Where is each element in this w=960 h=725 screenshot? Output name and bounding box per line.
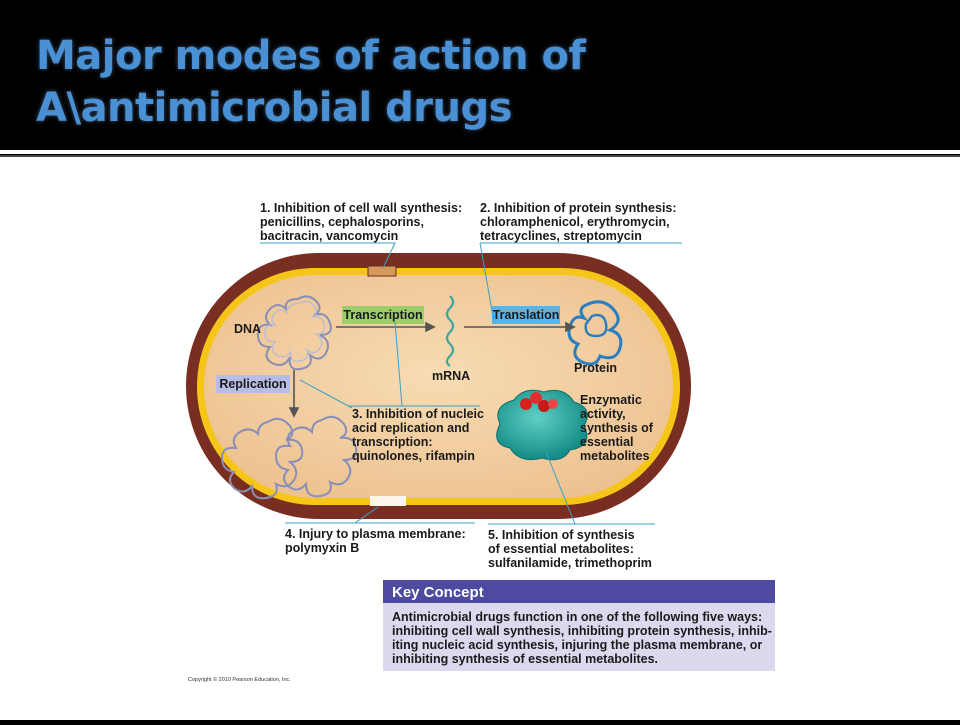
substrate-atom bbox=[520, 398, 532, 410]
callout-1-line: penicillins, cephalosporins, bbox=[260, 215, 424, 229]
dna-copy-1 bbox=[220, 417, 304, 500]
substrate-atom bbox=[538, 400, 550, 412]
enzyme bbox=[496, 389, 588, 461]
mrna-label: mRNA bbox=[432, 369, 470, 383]
protein-fold-inner bbox=[584, 313, 608, 338]
transcription-label: Transcription bbox=[343, 308, 422, 322]
translation-arrowhead bbox=[565, 321, 576, 333]
callout-1-line: 1. Inhibition of cell wall synthesis: bbox=[260, 201, 462, 215]
protein-structure bbox=[567, 300, 623, 366]
translation-box bbox=[492, 306, 560, 324]
title-divider-shadow bbox=[0, 155, 960, 157]
callout-3-line: acid replication and bbox=[352, 421, 469, 435]
dna-loop bbox=[256, 295, 332, 371]
antimicrobial-diagram: Transcription Translation Replication DN… bbox=[186, 201, 775, 683]
leader-c3-b bbox=[299, 379, 353, 409]
enzymatic-line: metabolites bbox=[580, 449, 650, 463]
substrate-atom bbox=[530, 392, 542, 404]
callout-1: 1. Inhibition of cell wall synthesis: pe… bbox=[260, 201, 462, 243]
dna-copy-2 bbox=[274, 415, 358, 498]
key-concept-line: inhibiting synthesis of essential metabo… bbox=[392, 652, 658, 666]
callout-3-line: 3. Inhibition of nucleic bbox=[352, 407, 484, 421]
content-panel: Transcription Translation Replication DN… bbox=[0, 157, 960, 720]
callout-5: 5. Inhibition of synthesis of essential … bbox=[488, 528, 652, 570]
dna-strand-2 bbox=[264, 300, 325, 362]
protein-label: Protein bbox=[574, 361, 617, 375]
enzymatic-line: essential bbox=[580, 435, 634, 449]
leader-c1 bbox=[260, 242, 396, 269]
title-divider bbox=[0, 150, 960, 154]
callout-2-line: 2. Inhibition of protein synthesis: bbox=[480, 201, 677, 215]
replication-box bbox=[216, 375, 290, 393]
callout-3-line: quinolones, rifampin bbox=[352, 449, 475, 463]
callout-5-line: 5. Inhibition of synthesis bbox=[488, 528, 635, 542]
dna-chromosome bbox=[256, 295, 332, 371]
membrane-gap bbox=[370, 496, 406, 506]
callout-2-line: chloramphenicol, erythromycin, bbox=[480, 215, 670, 229]
callout-4-line: polymyxin B bbox=[285, 541, 359, 555]
callout-2: 2. Inhibition of protein synthesis: chlo… bbox=[480, 201, 677, 243]
leader-c4 bbox=[354, 506, 379, 524]
key-concept-line: Antimicrobial drugs function in one of t… bbox=[392, 610, 762, 624]
substrate-atom bbox=[548, 399, 558, 409]
enzymatic-line: Enzymatic bbox=[580, 393, 642, 407]
translation-label: Translation bbox=[493, 308, 560, 322]
enzymatic-label: Enzymatic activity, synthesis of essenti… bbox=[580, 393, 654, 463]
leader-c3-a bbox=[394, 321, 403, 407]
key-concept-line: inhibiting cell wall synthesis, inhibiti… bbox=[392, 624, 772, 638]
replication-pill: Replication bbox=[216, 375, 290, 393]
replicated-dna bbox=[220, 415, 358, 500]
callout-3-line: transcription: bbox=[352, 435, 433, 449]
callout-1-line: bacitracin, vancomycin bbox=[260, 229, 398, 243]
slide-title: Major modes of action of A\antimicrobial… bbox=[36, 30, 586, 134]
callout-4-line: 4. Injury to plasma membrane: bbox=[285, 527, 466, 541]
callout-5-line: of essential metabolites: bbox=[488, 542, 634, 556]
dna-label: DNA bbox=[234, 322, 261, 336]
enzyme-body bbox=[496, 389, 588, 461]
title-line-1: Major modes of action of bbox=[36, 33, 586, 79]
callout-4: 4. Injury to plasma membrane: polymyxin … bbox=[285, 527, 466, 555]
flow-arrows bbox=[288, 321, 576, 418]
transcription-pill: Transcription bbox=[342, 306, 424, 324]
leader-c5 bbox=[545, 451, 576, 525]
enzymatic-line: synthesis of bbox=[580, 421, 654, 435]
key-concept-header bbox=[383, 580, 775, 603]
callout-3: 3. Inhibition of nucleic acid replicatio… bbox=[352, 407, 484, 463]
replication-label: Replication bbox=[219, 377, 286, 391]
key-concept-heading: Key Concept bbox=[392, 584, 484, 601]
title-line-2: A\antimicrobial drugs bbox=[36, 85, 512, 131]
enzymatic-line: activity, bbox=[580, 407, 626, 421]
copyright-notice: Copyright © 2010 Pearson Education, Inc. bbox=[188, 676, 291, 683]
cell-wall-gap bbox=[367, 265, 397, 277]
callout-2-line: tetracyclines, streptomycin bbox=[480, 229, 642, 243]
key-concept-box: Key Concept Antimicrobial drugs function… bbox=[383, 580, 775, 671]
key-concept-line: iting nucleic acid synthesis, injuring t… bbox=[392, 638, 762, 652]
translation-pill: Translation bbox=[492, 306, 560, 324]
replication-arrowhead bbox=[288, 407, 300, 418]
transcription-box bbox=[342, 306, 424, 324]
mrna-strand bbox=[445, 295, 455, 367]
leader-c2 bbox=[479, 242, 495, 323]
title-band bbox=[0, 0, 960, 150]
transcription-arrowhead bbox=[425, 321, 436, 333]
leader-lines bbox=[260, 242, 682, 525]
key-concept-body bbox=[383, 603, 775, 671]
protein-fold-outer bbox=[567, 300, 623, 366]
callout-5-line: sulfanilamide, trimethoprim bbox=[488, 556, 652, 570]
